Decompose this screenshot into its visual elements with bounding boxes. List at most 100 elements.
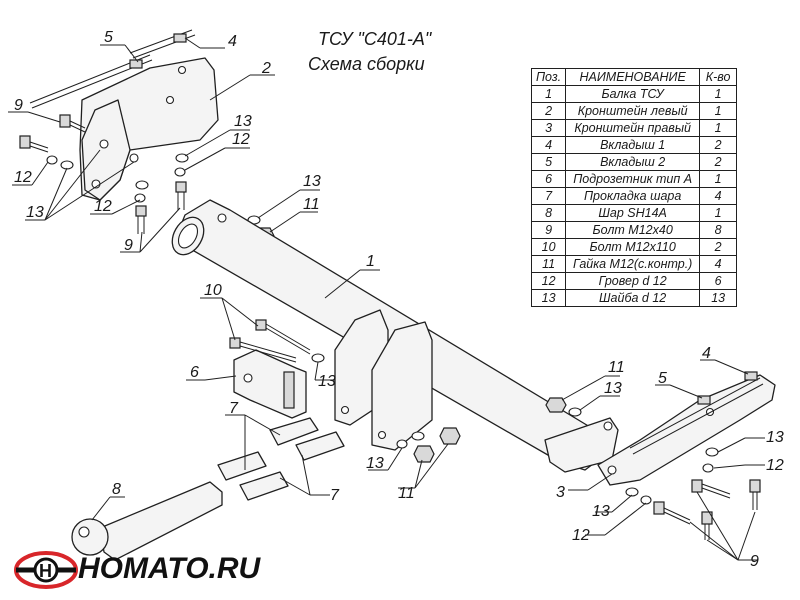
drawing-subtitle: Схема сборки xyxy=(308,54,425,74)
callout-label: 8 xyxy=(112,481,121,498)
row-pos: 5 xyxy=(530,153,567,171)
row-qty: 8 xyxy=(699,221,738,239)
callout-label: 13 xyxy=(234,113,252,130)
callout-label: 12 xyxy=(14,169,32,186)
callout-label: 12 xyxy=(94,198,112,215)
row-pos: 2 xyxy=(530,102,567,120)
callout-label: 12 xyxy=(232,131,250,148)
ball-plates xyxy=(217,417,345,501)
leader-lines xyxy=(8,37,765,561)
row-pos: 4 xyxy=(530,136,567,154)
callout-label: 7 xyxy=(229,400,239,417)
row-name: Гровер d 12 xyxy=(565,272,701,290)
row-qty: 2 xyxy=(699,136,738,154)
callout-label: 9 xyxy=(124,237,133,254)
row-qty: 6 xyxy=(699,272,738,290)
callout-label: 9 xyxy=(750,553,759,570)
row-qty: 4 xyxy=(699,187,738,205)
callout-labels: 5 4 2 9 13 12 12 13 12 9 13 11 1 10 6 13… xyxy=(14,29,784,570)
callout-label: 11 xyxy=(398,485,415,502)
callout-label: 6 xyxy=(190,364,199,381)
row-name: Болт М12х40 xyxy=(565,221,701,239)
callout-label: 5 xyxy=(658,370,667,387)
row-pos: 12 xyxy=(530,272,567,290)
callout-label: 1 xyxy=(366,253,375,270)
row-pos: 7 xyxy=(530,187,567,205)
row-pos: 6 xyxy=(530,170,567,188)
row-pos: 13 xyxy=(530,289,567,307)
row-qty: 2 xyxy=(699,153,738,171)
callout-label: 11 xyxy=(608,359,625,376)
row-qty: 4 xyxy=(699,255,738,273)
row-name: Шайба d 12 xyxy=(565,289,701,307)
callout-label: 11 xyxy=(303,196,320,213)
row-name: Кронштейн левый xyxy=(565,102,701,120)
row-name: Кронштейн правый xyxy=(565,119,701,137)
row-name: Вкладыш 1 xyxy=(565,136,701,154)
callout-label: 7 xyxy=(330,487,340,504)
row-name: Вкладыш 2 xyxy=(565,153,701,171)
row-name: Подрозетник тип А xyxy=(565,170,701,188)
callout-label: 13 xyxy=(592,503,610,520)
callout-label: 9 xyxy=(14,97,23,114)
callout-label: 4 xyxy=(702,345,711,362)
left-bracket xyxy=(29,29,219,201)
callout-label: 13 xyxy=(604,380,622,397)
callout-label: 10 xyxy=(204,282,222,299)
header-pos: Поз. xyxy=(530,68,567,86)
row-qty: 1 xyxy=(699,102,738,120)
right-fasteners xyxy=(396,397,761,540)
header-name: НАИМЕНОВАНИЕ xyxy=(565,68,701,86)
main-beam xyxy=(171,199,619,473)
row-name: Балка ТСУ xyxy=(565,85,701,103)
drawing-title: ТСУ "C401-A" xyxy=(318,29,433,49)
row-pos: 9 xyxy=(530,221,567,239)
row-name: Шар SH14A xyxy=(565,204,701,222)
callout-label: 12 xyxy=(572,527,590,544)
row-pos: 1 xyxy=(530,85,567,103)
row-qty: 1 xyxy=(699,170,738,188)
logo-text: HOMATO.RU xyxy=(78,552,261,585)
callout-label: 13 xyxy=(366,455,384,472)
logo-emblem-icon: H xyxy=(14,551,78,589)
row-qty: 1 xyxy=(699,119,738,137)
right-bracket xyxy=(597,371,776,486)
socket-bracket xyxy=(229,319,325,419)
row-qty: 1 xyxy=(699,204,738,222)
tow-ball xyxy=(71,481,223,561)
row-qty: 1 xyxy=(699,85,738,103)
header-qty: К-во xyxy=(699,68,738,86)
row-pos: 11 xyxy=(530,255,567,273)
callout-label: 13 xyxy=(766,429,784,446)
callout-label: 12 xyxy=(766,457,784,474)
callout-label: 13 xyxy=(318,373,336,390)
row-qty: 2 xyxy=(699,238,738,256)
row-pos: 8 xyxy=(530,204,567,222)
row-qty: 13 xyxy=(699,289,738,307)
callout-label: 13 xyxy=(26,204,44,221)
callout-label: 5 xyxy=(104,29,113,46)
row-pos: 3 xyxy=(530,119,567,137)
row-name: Болт М12х110 xyxy=(565,238,701,256)
row-name: Прокладка шара xyxy=(565,187,701,205)
callout-label: 4 xyxy=(228,33,237,50)
callout-label: 3 xyxy=(556,484,565,501)
row-name: Гайка М12(с.контр.) xyxy=(565,255,701,273)
svg-text:H: H xyxy=(39,561,52,581)
callout-label: 2 xyxy=(261,60,271,77)
